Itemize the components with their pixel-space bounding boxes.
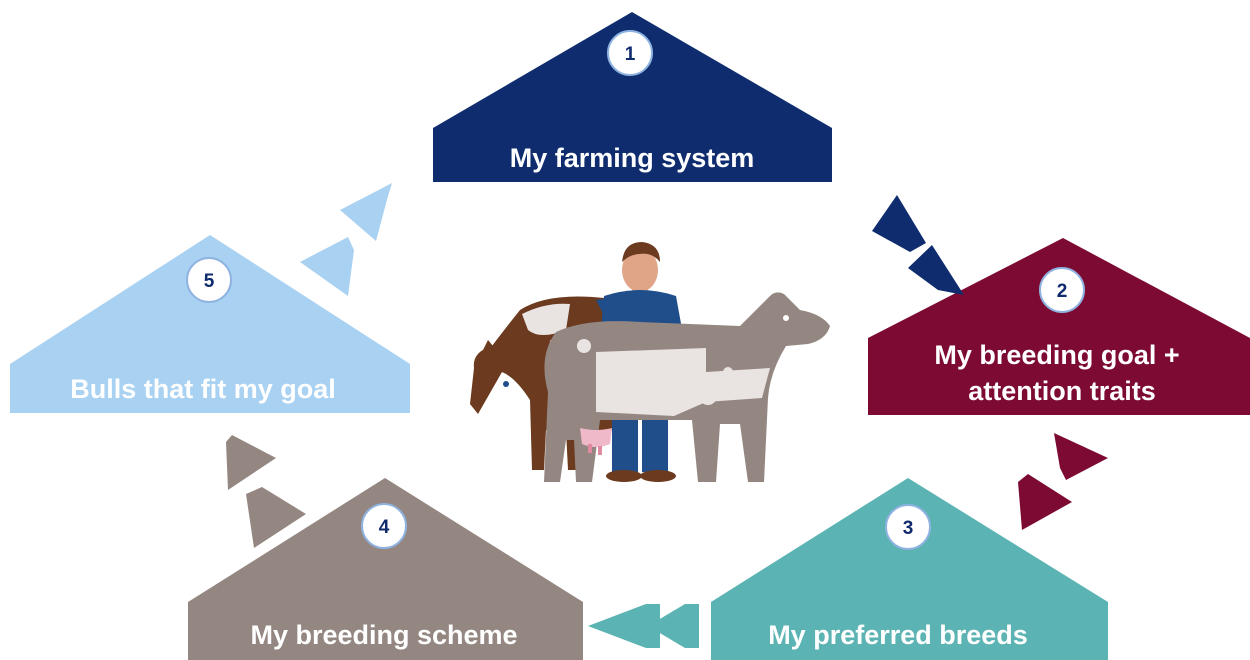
step-3-number: 3 bbox=[903, 518, 914, 539]
step-1-house: 1 My farming system bbox=[433, 12, 832, 182]
step-3-number-badge bbox=[885, 504, 931, 550]
step-4-house: 4 My breeding scheme bbox=[188, 478, 583, 660]
arrow-chevron bbox=[300, 237, 354, 296]
arrow-chevron bbox=[340, 183, 392, 241]
step-1-label: My farming system bbox=[510, 143, 755, 173]
arrow-chevron bbox=[648, 604, 699, 648]
arrow-step-3-to-4 bbox=[588, 604, 699, 648]
step-3-label: My preferred breeds bbox=[768, 620, 1028, 650]
step-4-number: 4 bbox=[379, 517, 390, 538]
arrow-chevron bbox=[246, 487, 306, 548]
arrow-step-4-to-5 bbox=[226, 435, 306, 548]
arrow-chevron bbox=[872, 195, 926, 252]
step-2-house: 2 My breeding goal + attention traits bbox=[868, 238, 1250, 415]
arrow-chevron bbox=[1054, 433, 1108, 480]
step-3-house: 3 My preferred breeds bbox=[711, 478, 1108, 660]
arrow-chevron bbox=[1018, 474, 1072, 530]
arrow-step-5-to-1 bbox=[300, 183, 392, 296]
step-5-number-badge bbox=[186, 257, 232, 303]
step-1-number-badge bbox=[607, 30, 653, 76]
arrow-chevron bbox=[588, 604, 660, 648]
step-1-number: 1 bbox=[625, 44, 636, 65]
step-5-number: 5 bbox=[204, 271, 215, 292]
step-2-label-line-2: attention traits bbox=[968, 376, 1156, 406]
arrow-chevron bbox=[226, 435, 276, 490]
step-4-label: My breeding scheme bbox=[250, 620, 517, 650]
arrow-chevron bbox=[908, 245, 964, 295]
step-5-label: Bulls that fit my goal bbox=[70, 374, 336, 404]
step-2-label-line-1: My breeding goal + bbox=[934, 340, 1179, 370]
arrow-step-1-to-2 bbox=[872, 195, 964, 295]
step-2-number: 2 bbox=[1057, 281, 1068, 302]
grey-cow-icon bbox=[544, 292, 830, 482]
arrow-step-2-to-3 bbox=[1018, 433, 1108, 530]
step-2-number-badge bbox=[1039, 267, 1085, 313]
step-5-house: 5 Bulls that fit my goal bbox=[10, 235, 410, 413]
farmer-with-cows-illustration bbox=[470, 242, 830, 482]
step-4-number-badge bbox=[361, 503, 407, 549]
